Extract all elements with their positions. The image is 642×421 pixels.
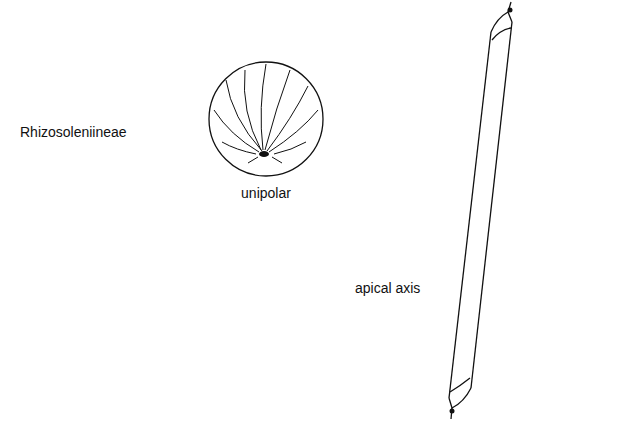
group-name: Rhizosoleniineae bbox=[20, 124, 127, 141]
spine-tip bbox=[450, 409, 455, 414]
valve-circle bbox=[209, 62, 323, 176]
valve-label: unipolar bbox=[241, 185, 291, 202]
spine-tip bbox=[508, 8, 513, 13]
pole-dot bbox=[259, 151, 269, 157]
valve-striae bbox=[214, 64, 318, 163]
cell-girdle-view bbox=[449, 2, 512, 419]
axis-label: apical axis bbox=[355, 280, 420, 297]
